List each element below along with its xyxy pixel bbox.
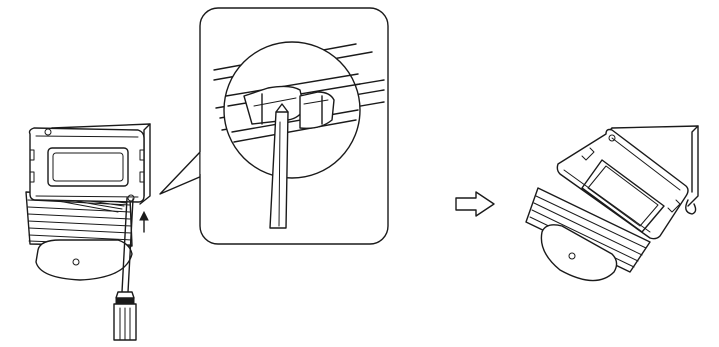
base-plate-tilted xyxy=(540,224,618,282)
after-removal-panel xyxy=(525,125,699,282)
base-plate xyxy=(35,239,133,281)
coil-body-tilted xyxy=(525,187,651,273)
up-arrow-icon xyxy=(139,210,149,233)
right-arrow-icon xyxy=(455,191,495,217)
detail-callout xyxy=(159,7,389,245)
sensor-unit-icon xyxy=(28,127,145,203)
screwdriver-icon xyxy=(113,194,137,341)
screwdriver-tip-icon xyxy=(269,103,289,229)
sensor-unit-tilted-icon xyxy=(556,128,689,240)
latch-clip-icon xyxy=(243,85,335,130)
before-removal-panel xyxy=(25,123,151,341)
